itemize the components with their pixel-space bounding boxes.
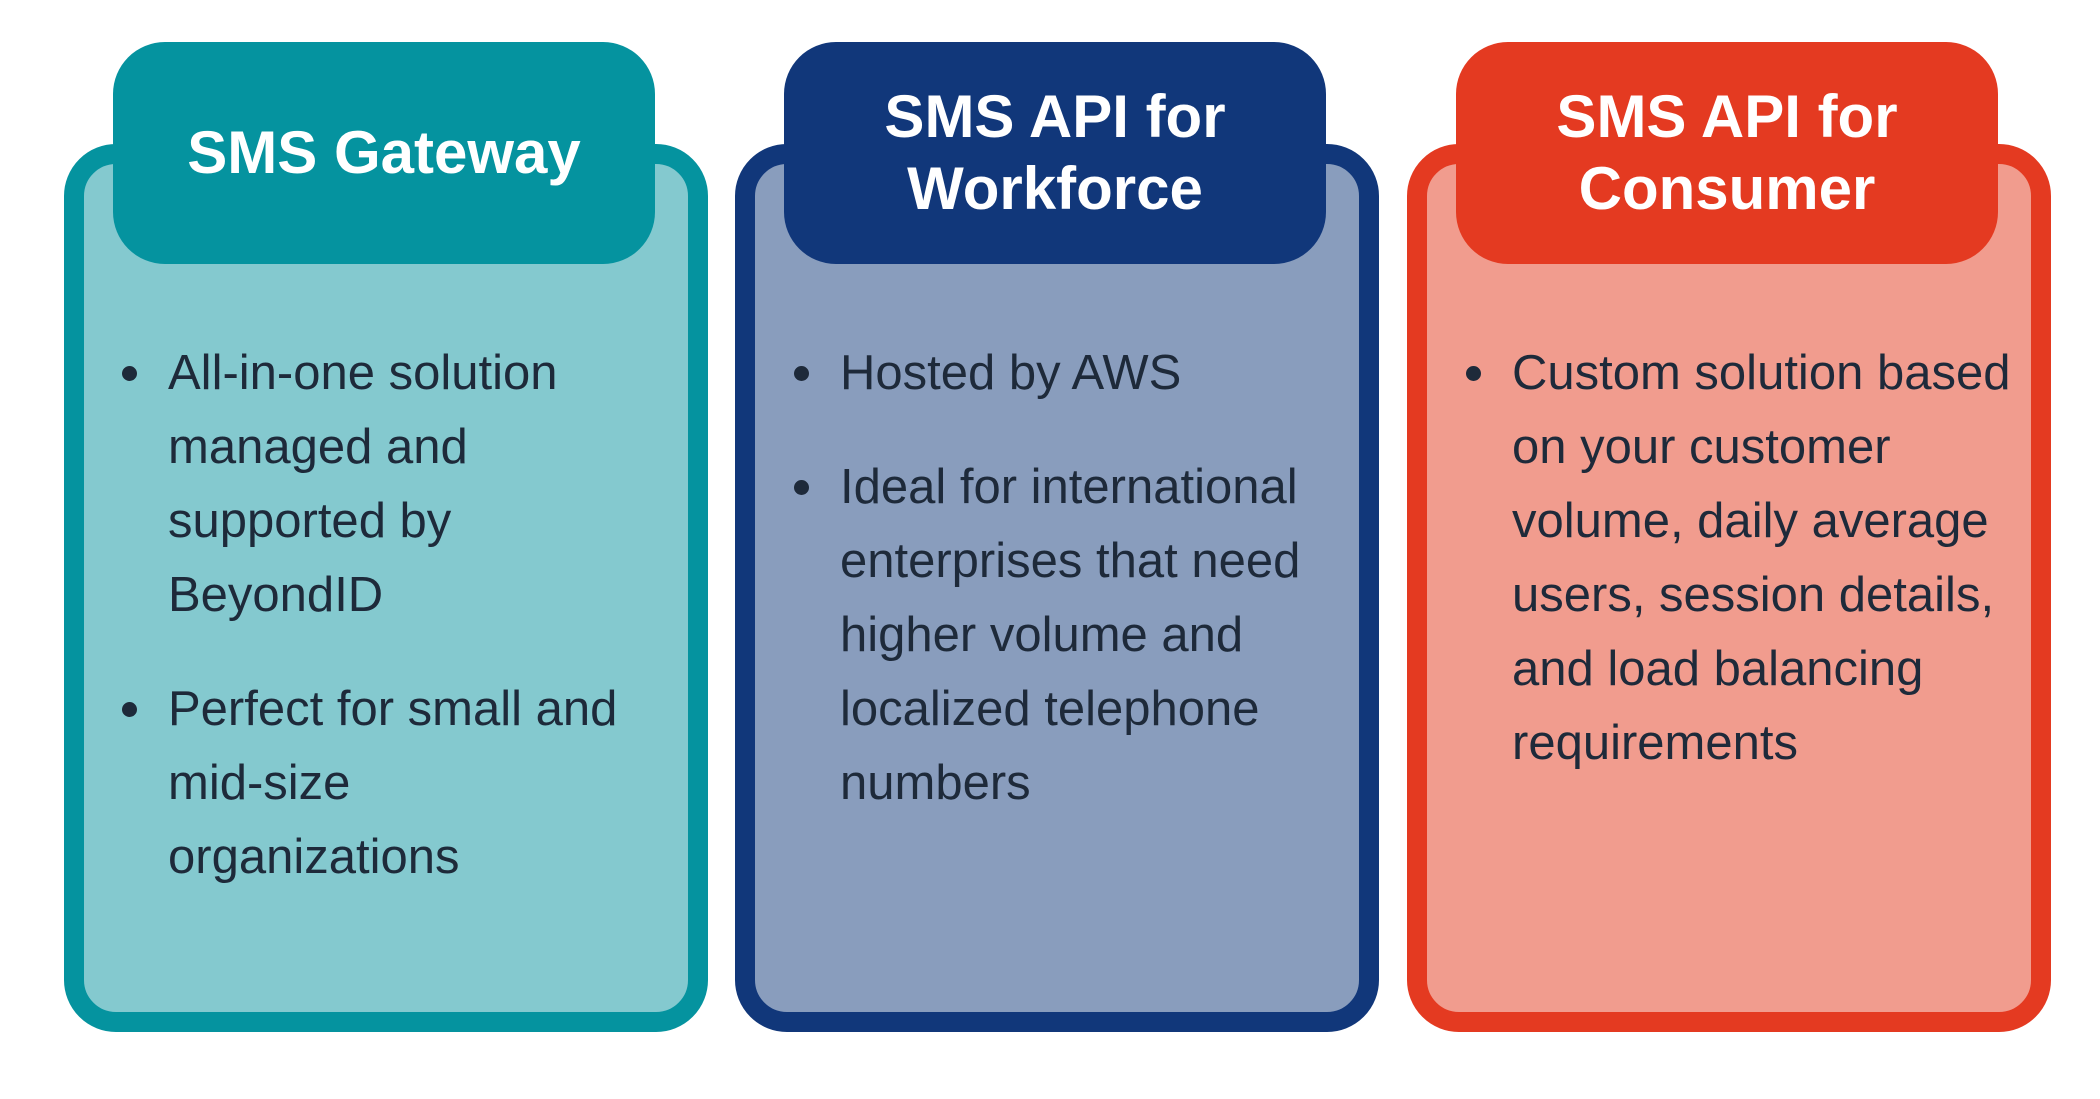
list-item: Custom solution based on your customer v…: [1462, 336, 2042, 780]
sms-api-workforce-bullets: Hosted by AWS Ideal for international en…: [790, 336, 1350, 860]
bullet-icon: [794, 480, 809, 495]
bullet-text: Perfect for small and mid-size organizat…: [168, 682, 618, 884]
sms-gateway-card: [64, 144, 708, 1032]
bullet-text: Hosted by AWS: [840, 346, 1182, 400]
list-item: Ideal for international enterprises that…: [790, 450, 1350, 820]
sms-gateway-title: SMS Gateway: [113, 42, 655, 264]
sms-api-consumer-title: SMS API for Consumer: [1456, 42, 1998, 264]
sms-api-workforce-title: SMS API for Workforce: [784, 42, 1326, 264]
bullet-text: Ideal for international enterprises that…: [840, 460, 1301, 810]
list-item: Hosted by AWS: [790, 336, 1350, 410]
list-item: All-in-one solution managed and supporte…: [118, 336, 638, 632]
bullet-icon: [122, 702, 137, 717]
sms-api-consumer-bullets: Custom solution based on your customer v…: [1462, 336, 2042, 820]
bullet-icon: [794, 366, 809, 381]
sms-gateway-bullets: All-in-one solution managed and supporte…: [118, 336, 638, 934]
bullet-text: All-in-one solution managed and supporte…: [168, 346, 558, 622]
list-item: Perfect for small and mid-size organizat…: [118, 672, 638, 894]
bullet-icon: [1466, 366, 1481, 381]
bullet-text: Custom solution based on your customer v…: [1512, 346, 2011, 770]
bullet-icon: [122, 366, 137, 381]
